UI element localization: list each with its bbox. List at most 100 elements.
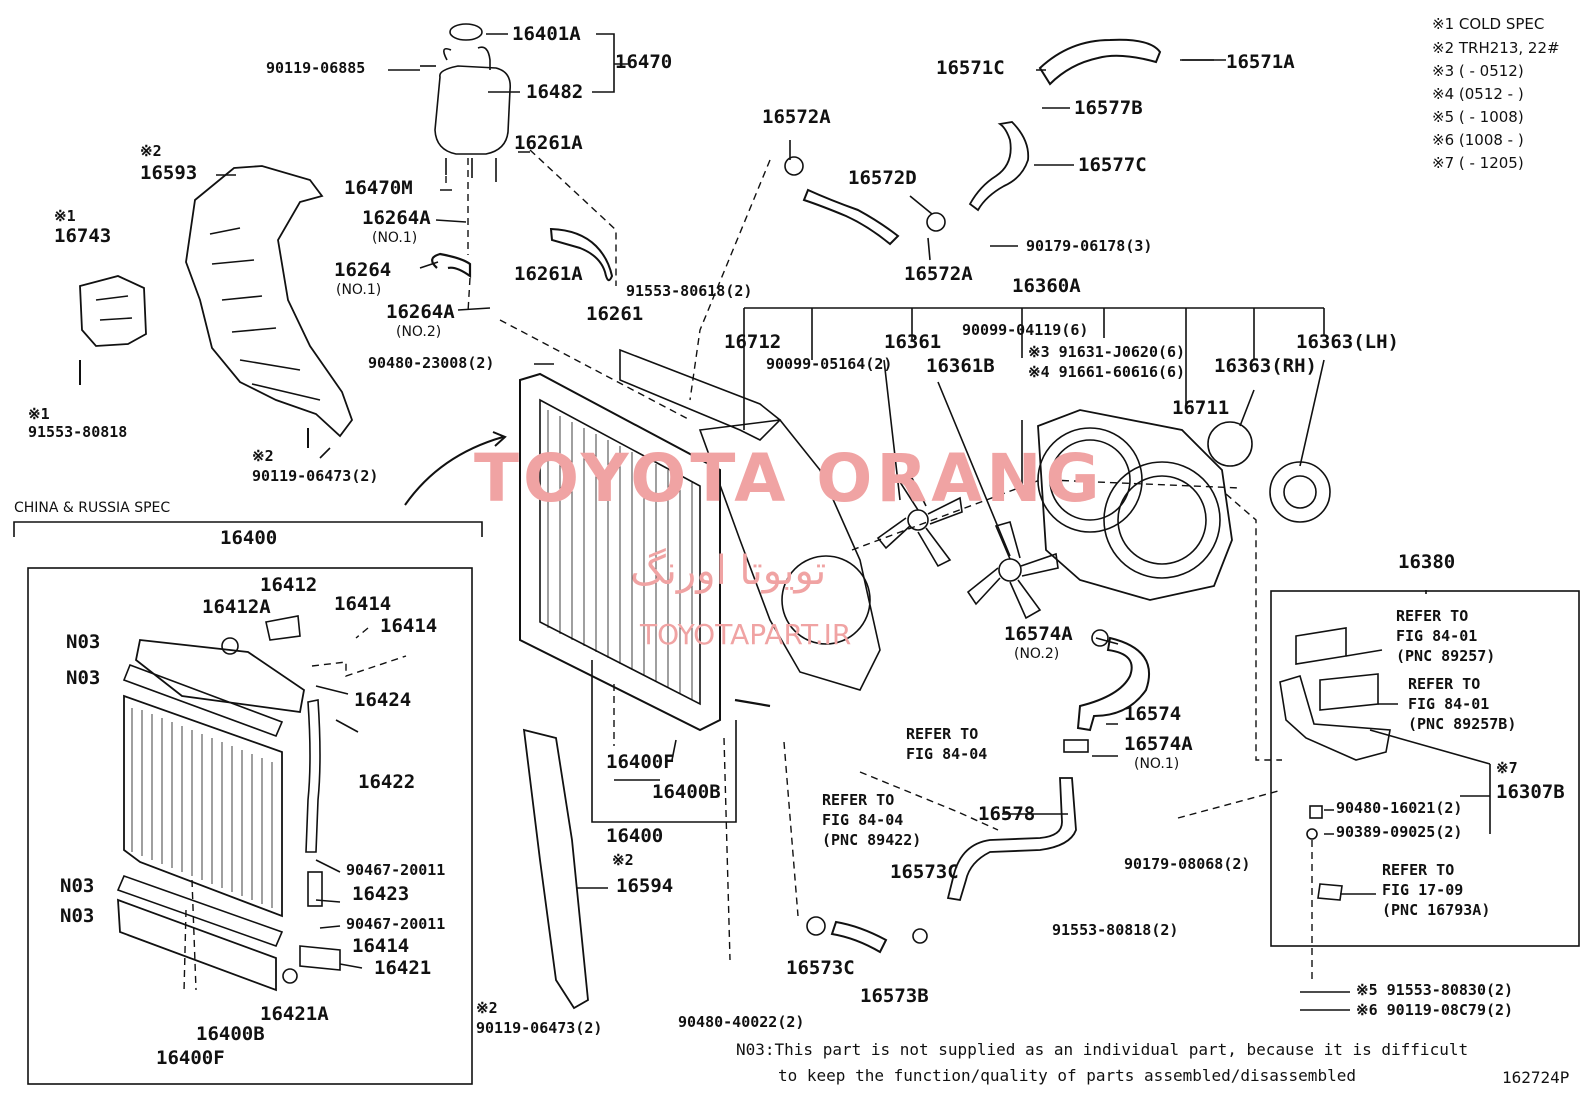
- spec-note-5: ※5 ( - 1008): [1432, 108, 1524, 126]
- label-16414-c: 16414: [352, 935, 410, 957]
- label-refer-89257b-2: FIG 84-01: [1408, 695, 1490, 713]
- label-refer-16793a-2: FIG 17-09: [1382, 881, 1464, 899]
- label-16577b: 16577B: [1074, 97, 1143, 119]
- label-90389-09025: 90389-09025(2): [1336, 823, 1463, 841]
- label-pnc-89422: (PNC 89422): [822, 831, 922, 849]
- label-16572d: 16572D: [848, 167, 917, 189]
- label-16743: 16743: [54, 225, 112, 247]
- label-pnc-16793a: (PNC 16793A): [1382, 901, 1491, 919]
- label-16400f-main: 16400F: [606, 751, 675, 773]
- label-n03-a: N03: [66, 631, 101, 653]
- fan-controller-box: [1270, 590, 1580, 947]
- label-90119-08c79: ※6 90119-08C79(2): [1356, 1001, 1514, 1019]
- label-no2-b: (NO.2): [1014, 646, 1060, 662]
- hose-16574: [1076, 636, 1151, 732]
- label-16264a-2: 16264A: [386, 301, 455, 323]
- label-note2-16594: ※2: [612, 851, 634, 869]
- label-refer-16793a-1: REFER TO: [1382, 861, 1455, 879]
- ecu-89257b: [1319, 673, 1379, 711]
- label-16380: 16380: [1398, 551, 1456, 573]
- label-refer-84-04-b2: FIG 84-04: [822, 811, 904, 829]
- spec-note-7: ※7 ( - 1205): [1432, 154, 1524, 172]
- label-91553-80818-left: 91553-80818: [28, 423, 128, 441]
- label-refer-84-04-b1: REFER TO: [822, 791, 895, 809]
- label-16574: 16574: [1124, 703, 1182, 725]
- label-16574a-top: 16574A: [1004, 623, 1073, 645]
- label-90179-08068: 90179-08068(2): [1124, 855, 1251, 873]
- label-no1-c: (NO.1): [1134, 756, 1180, 772]
- hose-16261: [549, 227, 614, 282]
- china-russia-box: [27, 567, 473, 1085]
- label-16594: 16594: [616, 875, 674, 897]
- label-91553-80818-bottom: 91553-80818(2): [1052, 921, 1179, 939]
- label-16421a: 16421A: [260, 1003, 329, 1025]
- label-90480-40022: 90480-40022(2): [678, 1013, 805, 1031]
- label-16573c-left: 16573C: [786, 957, 855, 979]
- label-16400f-inset: 16400F: [156, 1047, 225, 1069]
- label-note1-16743: ※1: [54, 207, 76, 225]
- ecu-89257: [1295, 627, 1347, 665]
- footnote-line-1: N03:This part is not supplied as an indi…: [736, 1040, 1469, 1059]
- shroud-16593: [185, 165, 354, 438]
- label-16571c: 16571C: [936, 57, 1005, 79]
- label-91553-80830: ※5 91553-80830(2): [1356, 981, 1514, 999]
- label-16261a-top: 16261A: [514, 132, 583, 154]
- label-16363-lh: 16363(LH): [1296, 331, 1399, 353]
- fan-shroud-16712: [698, 419, 881, 691]
- footnote-line-2: to keep the function/quality of parts as…: [778, 1066, 1356, 1085]
- label-16571a: 16571A: [1226, 51, 1295, 73]
- label-16400b-inset: 16400B: [196, 1023, 265, 1045]
- label-16470m: 16470M: [344, 177, 413, 199]
- label-16414-a: 16414: [334, 593, 392, 615]
- watermark-title: TOYOTA ORANG: [474, 440, 1104, 517]
- label-16414-b: 16414: [380, 615, 438, 637]
- label-16400-main: 16400: [606, 825, 664, 847]
- label-n03-d: N03: [60, 905, 95, 927]
- label-pnc-89257b: (PNC 89257B): [1408, 715, 1517, 733]
- spec-note-1: ※1 COLD SPEC: [1432, 15, 1545, 33]
- label-16593: 16593: [140, 162, 198, 184]
- china-russia-bracket: [13, 521, 483, 537]
- label-refer-84-04-a1: REFER TO: [906, 725, 979, 743]
- label-16363-rh: 16363(RH): [1214, 355, 1317, 377]
- label-16572a-bottom: 16572A: [904, 263, 973, 285]
- label-refer-89257-1: REFER TO: [1396, 607, 1469, 625]
- spec-note-2: ※2 TRH213, 22#: [1432, 39, 1560, 57]
- label-16573c-right: 16573C: [890, 861, 959, 883]
- label-16261a-bottom: 16261A: [514, 263, 583, 285]
- label-refer-84-04-a2: FIG 84-04: [906, 745, 988, 763]
- motor-16363-lh: [1269, 461, 1331, 523]
- label-16400-inset: 16400: [220, 527, 278, 549]
- hose-16573b: [830, 920, 888, 954]
- label-16360a: 16360A: [1012, 275, 1081, 297]
- label-no2-a: (NO.2): [396, 324, 442, 340]
- label-16400b-main: 16400B: [652, 781, 721, 803]
- label-note2-90119-bottom: ※2: [476, 999, 498, 1017]
- label-16712: 16712: [724, 331, 782, 353]
- motor-16363-rh: [1207, 421, 1253, 467]
- spec-note-6: ※6 (1008 - ): [1432, 131, 1524, 149]
- label-16412: 16412: [260, 574, 318, 596]
- label-note2-90119: ※2: [252, 447, 274, 465]
- label-note2-16593: ※2: [140, 142, 162, 160]
- hose-16264: [431, 252, 472, 279]
- label-no1-a: (NO.1): [372, 230, 418, 246]
- label-note7: ※7: [1496, 759, 1518, 777]
- label-16482: 16482: [526, 81, 584, 103]
- label-90119-06885: 90119-06885: [266, 59, 366, 77]
- inset-radiator: [116, 615, 341, 992]
- watermark-farsi: تویوتا اورنگ: [630, 548, 827, 594]
- label-refer-89257b-1: REFER TO: [1408, 675, 1481, 693]
- hose-16571c: [1038, 38, 1162, 86]
- label-90179-06178: 90179-06178(3): [1026, 237, 1153, 255]
- fan-16361: [876, 477, 963, 568]
- label-16470: 16470: [615, 51, 673, 73]
- label-n03-b: N03: [66, 667, 101, 689]
- hose-16572d: [802, 188, 900, 246]
- reservoir-tank: [420, 23, 512, 182]
- label-90119-06473-top: 90119-06473(2): [252, 467, 379, 485]
- label-16361b: 16361B: [926, 355, 995, 377]
- label-no1-b: (NO.1): [336, 282, 382, 298]
